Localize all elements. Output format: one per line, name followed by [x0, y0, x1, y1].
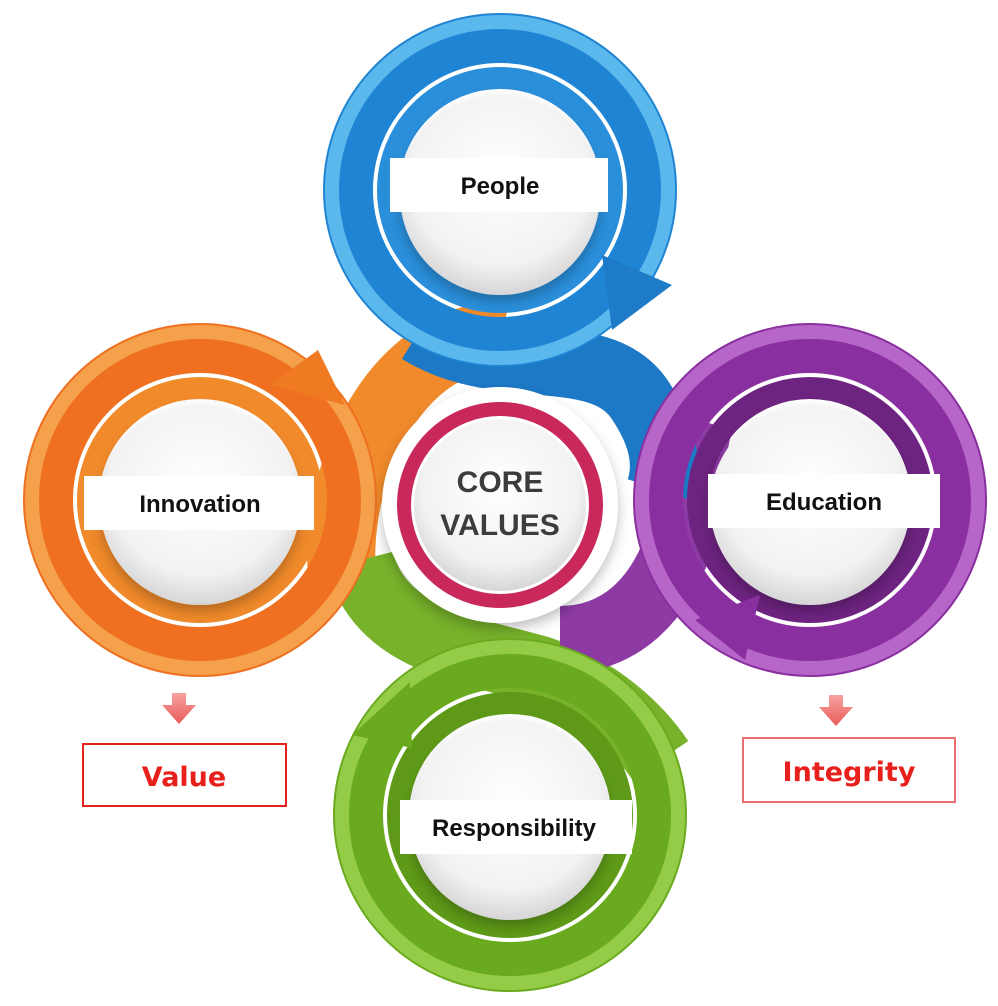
responsibility-outer-ring [333, 638, 687, 992]
value-callout: Value [82, 693, 287, 807]
center-title-line2: VALUES [440, 509, 559, 542]
center-hub: CORE VALUES [382, 387, 618, 623]
center-title-line1: CORE [457, 466, 544, 499]
responsibility-outer-ring-highlight [335, 640, 685, 990]
responsibility-arrow-icon [352, 682, 412, 748]
innovation-arrow-icon [270, 350, 345, 405]
responsibility-label: Responsibility [432, 815, 597, 842]
education-outer-ring-highlight [635, 325, 985, 675]
education-label-banner: Education [708, 474, 940, 528]
integrity-down-arrow-icon [819, 695, 853, 726]
value-box [82, 743, 287, 807]
education-outer-ring [633, 323, 987, 677]
responsibility-label-banner: Responsibility [400, 800, 632, 854]
integrity-label: Integrity [783, 757, 916, 788]
integrity-callout: Integrity [742, 695, 956, 803]
innovation-outer-ring [23, 323, 377, 677]
innovation-outer-ring-highlight [25, 325, 375, 675]
innovation-label: Innovation [139, 491, 260, 518]
people-outer-ring-highlight [325, 15, 675, 365]
innovation-label-banner: Innovation [84, 476, 314, 530]
center-magenta-ring [397, 402, 603, 608]
value-label: Value [142, 762, 226, 793]
education-arrow-icon [695, 595, 760, 660]
people-arrow-icon [602, 255, 672, 330]
integrity-box [742, 737, 956, 803]
value-down-arrow-icon [162, 693, 196, 724]
people-inner-ring [377, 67, 623, 313]
people-cycle [323, 13, 677, 367]
people-label: People [461, 173, 540, 200]
education-label: Education [766, 489, 882, 516]
people-outer-ring [323, 13, 677, 367]
people-label-banner: People [390, 158, 608, 212]
responsibility-cycle [333, 638, 687, 992]
center-disc [414, 419, 586, 591]
